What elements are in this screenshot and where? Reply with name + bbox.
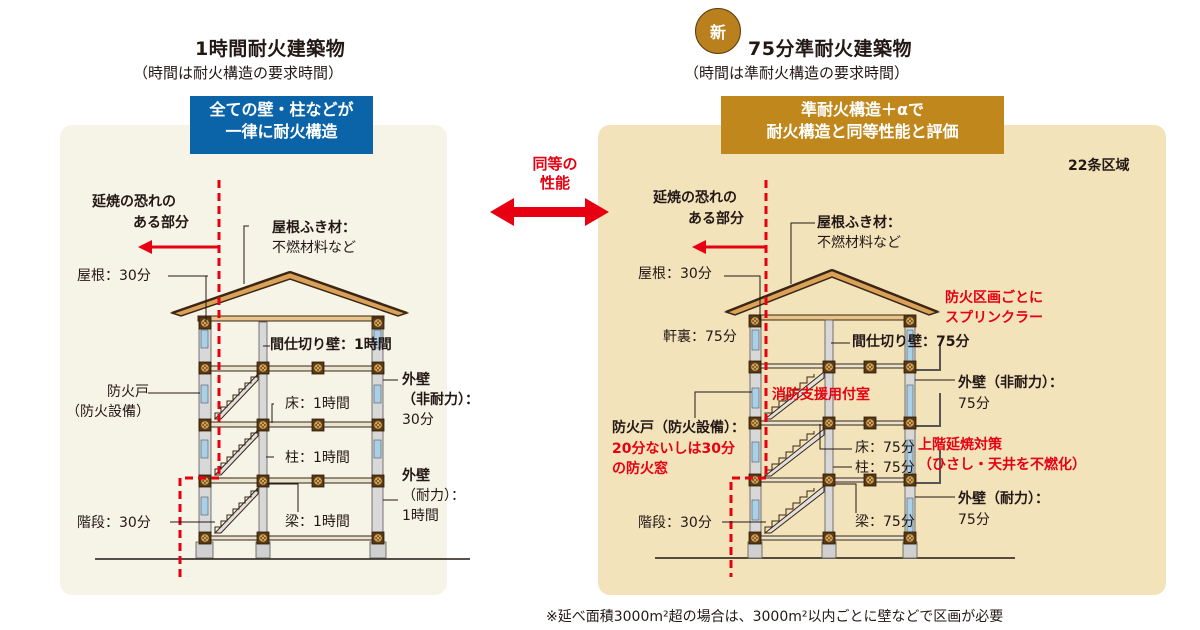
right-fire-door-label: 防火戸（防火設備）： bbox=[612, 420, 745, 436]
fire-window-label-1: 20分ないしは30分 bbox=[612, 441, 735, 457]
left-banner: 全ての壁・柱などが 一律に耐火構造 bbox=[190, 96, 373, 154]
left-building bbox=[95, 180, 470, 580]
left-ext-wall-b-label: 外壁 bbox=[402, 468, 430, 484]
left-fire-door-label: 防火戸 bbox=[107, 384, 149, 400]
left-beam-label: 梁：1時間 bbox=[285, 514, 350, 530]
left-stairs-label: 階段：30分 bbox=[77, 515, 151, 531]
equal-line1: 同等の bbox=[532, 155, 578, 173]
left-partition-label: 間仕切り壁：1時間 bbox=[270, 337, 392, 353]
fire-support-room-label: 消防支援用付室 bbox=[772, 387, 870, 403]
right-roof-label: 屋根：30分 bbox=[638, 266, 712, 282]
left-spread-risk-label-1: 延焼の恐れの bbox=[92, 194, 176, 210]
left-roofing-label: 屋根ふき材： bbox=[272, 220, 356, 236]
double-arrow-icon bbox=[490, 198, 609, 226]
right-spread-risk-label-2: ある部分 bbox=[688, 211, 744, 227]
left-banner-line1: 全ての壁・柱などが bbox=[209, 100, 354, 119]
arrow-left-icon bbox=[138, 240, 152, 254]
right-panel bbox=[598, 125, 1166, 595]
arrow-left-icon bbox=[692, 240, 706, 254]
right-column-label: 柱：75分 bbox=[855, 460, 915, 476]
right-banner-line2: 耐火構造と同等性能と評価 bbox=[766, 122, 959, 141]
footnote: ※延べ面積3000m²超の場合は、3000m²以内ごとに壁などで区画が必要 bbox=[546, 609, 1004, 625]
right-floor-label: 床：75分 bbox=[855, 440, 915, 456]
left-spread-risk-label-2: ある部分 bbox=[133, 215, 189, 231]
left-ext-wall-nb-label: 外壁 bbox=[402, 372, 430, 388]
equal-line2: 性能 bbox=[539, 174, 570, 192]
left-ext-wall-b-sub: （耐力）： bbox=[402, 488, 465, 504]
right-ext-wall-b-value: 75分 bbox=[958, 512, 990, 528]
right-ext-wall-nb-label: 外壁（非耐力）： bbox=[958, 375, 1063, 391]
right-eaves-label: 軒裏：75分 bbox=[663, 329, 737, 345]
right-ext-wall-b-label: 外壁（耐力）： bbox=[958, 491, 1049, 507]
sprinkler-label-2: スプリンクラー bbox=[945, 310, 1043, 326]
left-title: 1時間耐火建築物 bbox=[195, 38, 346, 60]
upper-floor-label-2: （ひさし・天井を不燃化） bbox=[918, 457, 1086, 473]
zone-label: 22条区域 bbox=[1068, 158, 1130, 174]
right-banner: 準耐火構造＋αで 耐火構造と同等性能と評価 bbox=[721, 96, 1004, 154]
sprinkler-label-1: 防火区画ごとに bbox=[945, 290, 1043, 306]
right-building bbox=[655, 180, 1015, 577]
right-roofing-value: 不燃材料など bbox=[817, 235, 901, 251]
right-spread-risk-label-1: 延焼の恐れの bbox=[653, 190, 737, 206]
right-partition-label: 間仕切り壁：75分 bbox=[852, 334, 970, 350]
right-beam-label: 梁：75分 bbox=[855, 514, 915, 530]
equal-performance-label: 同等の 性能 bbox=[512, 155, 598, 193]
left-ext-wall-b-value: 1時間 bbox=[402, 508, 439, 524]
right-roofing-label: 屋根ふき材： bbox=[817, 215, 901, 231]
left-column-label: 柱：1時間 bbox=[285, 450, 350, 466]
left-subtitle: （時間は耐火構造の要求時間） bbox=[133, 64, 344, 82]
right-subtitle: （時間は準耐火構造の要求時間） bbox=[684, 64, 910, 82]
fire-window-label-2: の防火窓 bbox=[612, 461, 668, 477]
left-ext-wall-nb-sub: （非耐力）： bbox=[402, 392, 479, 408]
left-roofing-value: 不燃材料など bbox=[272, 240, 356, 256]
right-ext-wall-nb-value: 75分 bbox=[958, 396, 990, 412]
right-title: 75分準耐火建築物 bbox=[748, 38, 912, 60]
new-badge: 新 bbox=[695, 8, 741, 54]
left-fire-door-sub: （防火設備） bbox=[66, 404, 150, 420]
left-roof-label: 屋根：30分 bbox=[77, 268, 151, 284]
left-floor-label: 床：1時間 bbox=[285, 396, 350, 412]
right-banner-line1: 準耐火構造＋αで bbox=[801, 100, 924, 119]
left-banner-line2: 一律に耐火構造 bbox=[225, 122, 338, 141]
upper-floor-label-1: 上階延焼対策 bbox=[918, 437, 1002, 453]
right-stairs-label: 階段：30分 bbox=[638, 515, 712, 531]
left-ext-wall-nb-value: 30分 bbox=[402, 412, 434, 428]
